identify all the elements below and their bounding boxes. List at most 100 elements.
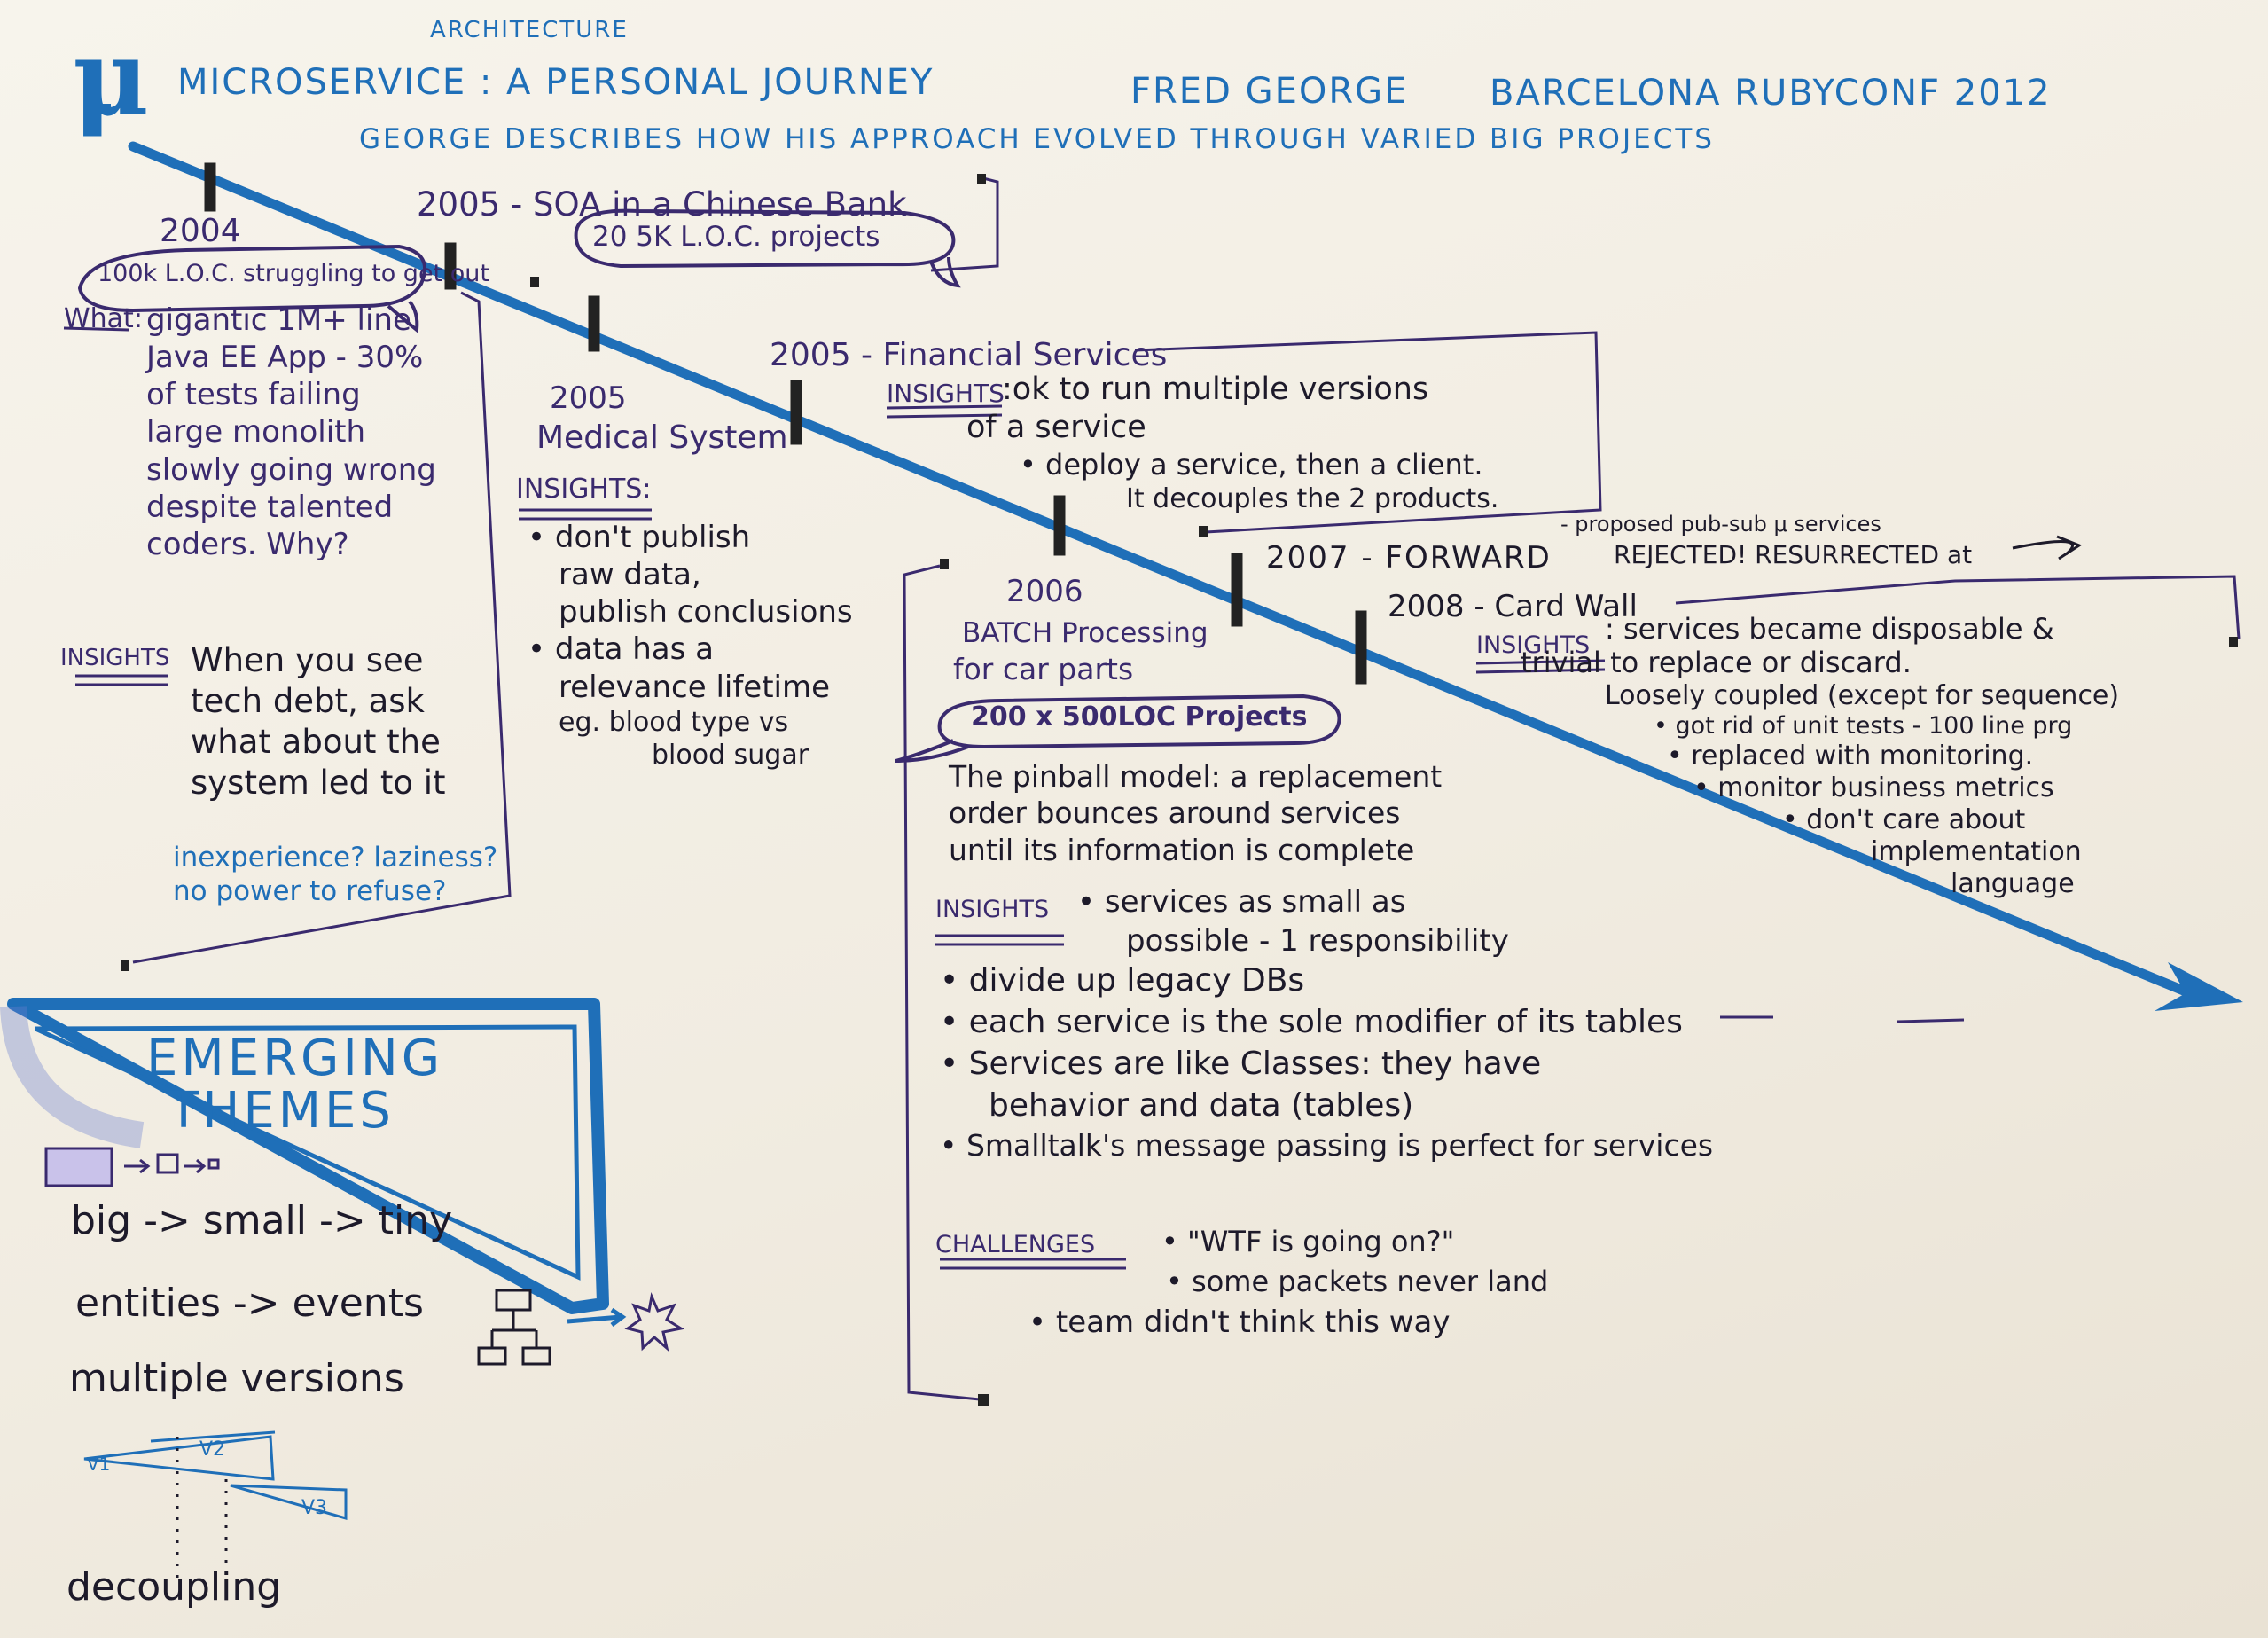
version-label-v2: V2 [199,1438,226,1461]
medical-line: blood sugar [652,739,809,771]
financial-block: :ok to run multiple versions of a servic… [966,371,1499,516]
versions-diagram [83,1430,348,1579]
batch-insight-line: • Smalltalk's message passing is perfect… [940,1127,1714,1163]
insight-line: system led to it [191,763,446,802]
batch-insight-line: • Services are like Classes: they have [940,1045,1542,1082]
bracket-soa [930,176,999,272]
financial-line: • deploy a service, then a client. [1020,447,1483,482]
pinball-line: order bounces around services [949,795,1401,831]
financial-line: of a service [966,410,1146,446]
batch-insight-line: • each service is the sole modifier of i… [940,1004,1683,1041]
insights-label-financial: INSIGHTS [887,379,1005,408]
cardwall-block: : services became disposable & trivial t… [1521,612,2120,900]
medical-line: raw data, [559,557,701,593]
insights-2004-block: When you see tech debt, ask what about t… [191,640,446,803]
medical-line: publish conclusions [559,594,853,631]
architecture-label: Architecture [430,17,629,43]
forward-arrow [2012,540,2074,556]
cardwall-line: Loosely coupled (except for sequence) [1605,679,2120,711]
timeline-arrowhead [2155,962,2243,1011]
challenge-line: • "WTF is going on?" [1161,1225,1455,1258]
medical-title: Medical System [536,419,788,456]
challenges-label: CHALLENGES [935,1231,1096,1258]
themes-frame [0,998,609,1314]
insights-label-batch: INSIGHTS [935,896,1050,923]
mu-symbol: μ [73,16,150,139]
version-label-v1: V1 [87,1454,111,1475]
what-label: What: [64,303,143,334]
medical-line: relevance lifetime [559,669,831,705]
theme-item: decoupling [66,1564,282,1610]
insight-line: When you see [191,641,424,679]
what-line: Java EE App - 30% [146,340,424,376]
cardwall-line: • got rid of unit tests - 100 line prg [1654,711,2073,740]
pinball-block: The pinball model: a replacement order b… [949,758,1442,868]
forward-note-block: - proposed pub-sub μ services REJECTED! … [1560,510,1972,572]
events-diagram [477,1289,684,1366]
medical-year: 2005 [550,380,627,416]
bracket-batch [903,564,981,1401]
financial-heading: 2005 - Financial Services [770,337,1168,373]
cardwall-line: • don't care about [1782,804,2026,836]
timeline-ticks [204,162,1367,685]
themes-title-line: EMERGING [146,1030,444,1087]
batch-insight-line: behavior and data (tables) [989,1086,1414,1124]
what-2004-block: gigantic 1M+ line Java EE App - 30% of t… [146,302,436,563]
batch-year: 2006 [1006,574,1083,609]
challenge-line: • team didn't think this way [1028,1304,1451,1340]
batch-title-line: BATCH Processing [962,617,1208,649]
forward-note-line: REJECTED! RESURRECTED at [1614,540,1973,570]
what-line: slowly going wrong [146,451,436,488]
themes-title: EMERGING THEMES [146,1030,444,1140]
bracket-2004 [132,291,512,964]
what-line: of tests failing [146,377,361,413]
soa-bubble-text: 20 5K L.O.C. projects [592,221,880,253]
bracket-cardwall [1675,575,2241,639]
medical-insights-block: • don't publish raw data, publish conclu… [528,519,853,772]
timeline-arrow [128,141,2195,999]
header-subtitle: George describes how his approach evolve… [359,123,1715,155]
batch-insight-line: • divide up legacy DBs [940,962,1305,999]
insight-line: what about the [191,722,441,761]
batch-insight-line: • services as small as [1077,884,1406,920]
bubble-batch [937,694,1341,749]
theme-item: entities -> events [75,1281,424,1326]
challenge-line: • some packets never land [1166,1264,1549,1298]
forward-note-line: - proposed pub-sub μ services [1560,512,1881,537]
cardwall-line: • replaced with monitoring. [1667,741,2034,772]
what-line: despite talented [146,489,394,525]
batch-title-line: for car parts [953,651,1134,686]
what-line: coders. Why? [146,526,349,562]
financial-line: It decouples the 2 products. [1126,483,1499,515]
pinball-line: until its information is complete [949,832,1415,867]
questions-2004-block: inexperience? laziness? no power to refu… [173,841,497,909]
cardwall-line: trivial to replace or discard. [1521,646,1912,680]
question-line: no power to refuse? [173,875,447,908]
event-name: Barcelona RubyConf 2012 [1490,73,2052,114]
bubble-2004-text: 100k L.O.C. struggling to get out [98,260,489,287]
medical-line: eg. blood type vs [559,706,789,738]
forward-heading: 2007 - FORWARD [1266,540,1552,576]
cardwall-line: implementation [1871,836,2082,868]
batch-insights-block: • services as small as possible - 1 resp… [940,882,1713,1164]
themes-title-line: THEMES [168,1081,395,1140]
insight-line: tech debt, ask [191,681,425,720]
what-line: large monolith [146,414,366,451]
year-2004: 2004 [160,213,241,249]
theme-item: multiple versions [69,1356,404,1401]
cardwall-line: : services became disposable & [1605,612,2054,646]
medical-line: • don't publish [528,520,751,555]
version-label-v3: V3 [301,1497,328,1519]
soa-heading: 2005 - SOA in a Chinese Bank [417,185,907,223]
insights-label-medical: INSIGHTS: [516,474,652,505]
bracket-financial [1134,331,1602,534]
cardwall-heading: 2008 - Card Wall [1388,589,1638,624]
challenges-block: • "WTF is going on?" • some packets neve… [1028,1222,1549,1344]
batch-bubble-text: 200 x 500LOC Projects [971,701,1308,733]
insights-label-cardwall: INSIGHTS [1476,631,1591,659]
bubble-soa [574,208,956,269]
batch-insight-line: possible - 1 responsibility [1126,923,1509,960]
cardwall-line: language [1951,868,2075,900]
